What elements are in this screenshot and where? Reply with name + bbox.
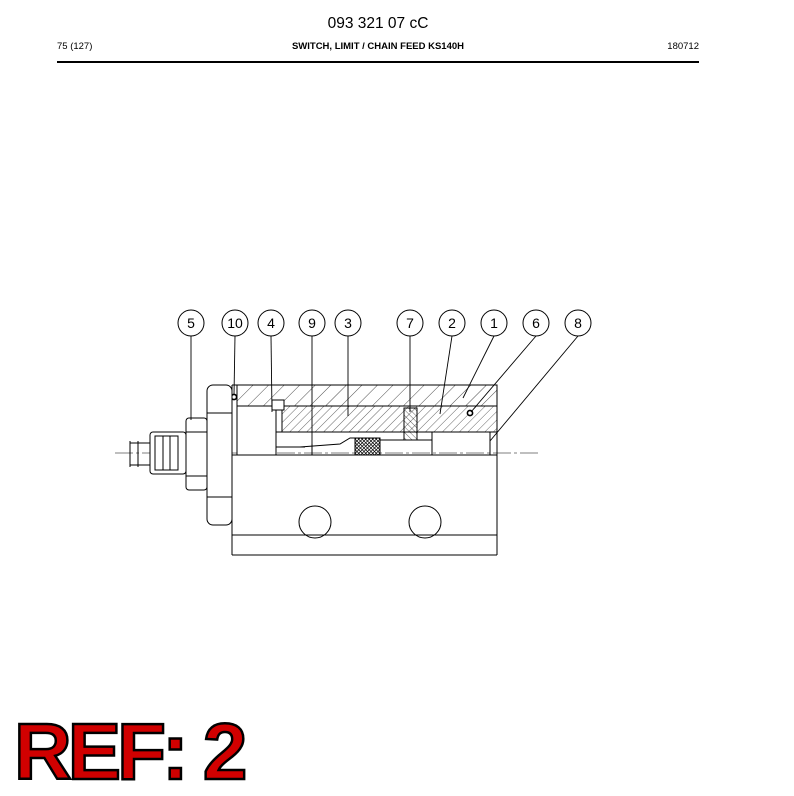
- header-divider: [57, 61, 699, 63]
- callout-3: 3: [334, 309, 362, 337]
- mounting-hole-right: [408, 505, 442, 539]
- callout-label: 3: [344, 315, 352, 331]
- knurled-section: [354, 437, 381, 456]
- callout-9: 9: [298, 309, 326, 337]
- fitting: [149, 431, 187, 475]
- plug: [236, 399, 305, 456]
- callout-1: 1: [480, 309, 508, 337]
- callout-6: 6: [522, 309, 550, 337]
- piston: [299, 437, 404, 455]
- hex-nut: [206, 384, 233, 526]
- lock-nut: [185, 417, 208, 491]
- page-number: 75 (127): [57, 41, 93, 52]
- callout-label: 7: [406, 315, 414, 331]
- end-cap: [417, 432, 491, 455]
- mounting-hole-left: [298, 505, 332, 539]
- callout-label: 4: [267, 315, 275, 331]
- callout-label: 8: [574, 315, 582, 331]
- callout-4: 4: [257, 309, 285, 337]
- callout-label: 5: [187, 315, 195, 331]
- leader-lines: [190, 335, 579, 444]
- callout-label: 9: [308, 315, 316, 331]
- callout-8: 8: [564, 309, 592, 337]
- callout-10: 10: [221, 309, 249, 337]
- callout-label: 1: [490, 315, 498, 331]
- callout-label: 6: [532, 315, 540, 331]
- spacer-block: [403, 407, 418, 441]
- callout-5: 5: [177, 309, 205, 337]
- sleeve-section: [281, 405, 498, 433]
- callout-label: 10: [227, 315, 243, 331]
- callout-2: 2: [438, 309, 466, 337]
- callout-label: 2: [448, 315, 456, 331]
- reference-label: REF: 2: [13, 707, 249, 796]
- document-number: 093 321 07 cC: [327, 15, 429, 32]
- callout-7: 7: [396, 309, 424, 337]
- tube-stub: [129, 441, 150, 467]
- date-code: 180712: [667, 41, 699, 52]
- page-title: SWITCH, LIMIT / CHAIN FEED KS140H: [291, 41, 465, 52]
